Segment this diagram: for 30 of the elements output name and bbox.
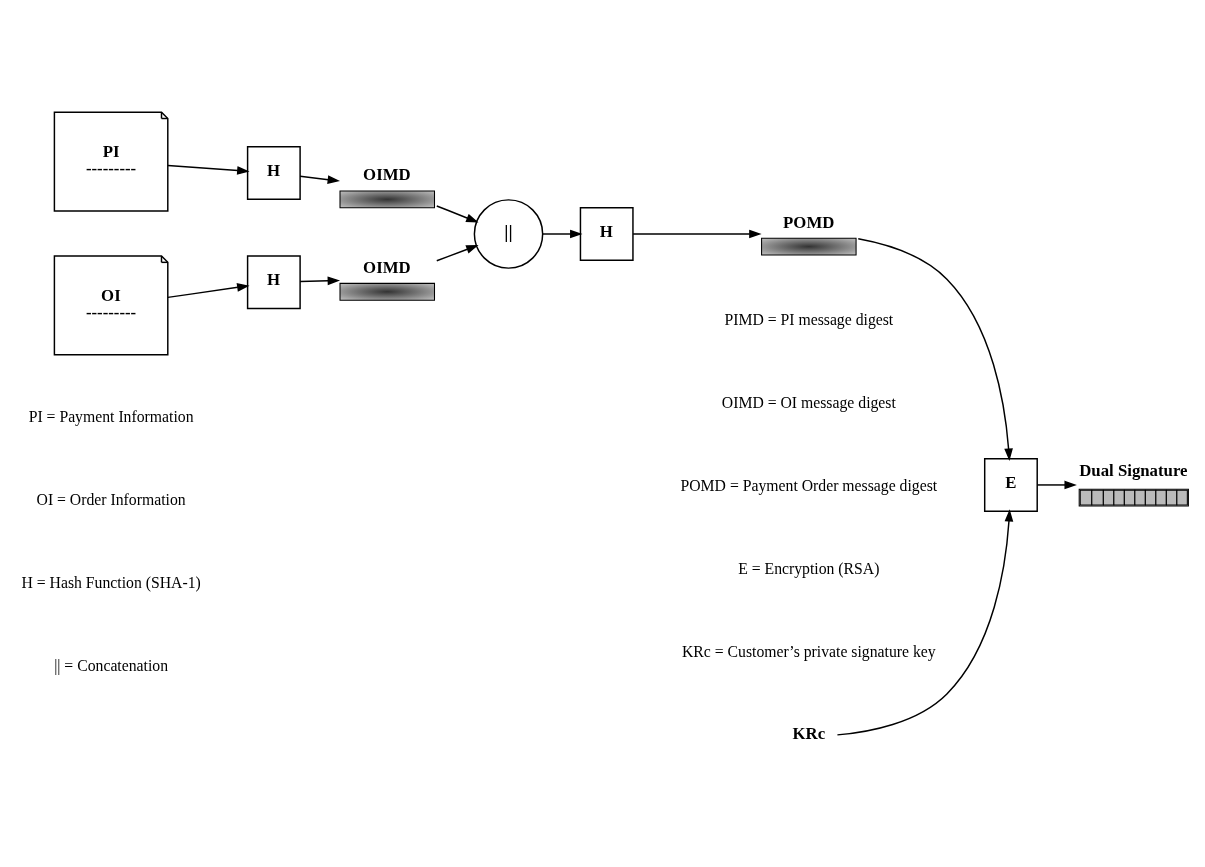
node-box: H — [246, 255, 301, 310]
label: OIMD = OI message digest — [721, 393, 896, 411]
label: KRc = Customer’s private signature key — [681, 642, 936, 660]
label: || = Concatenation — [54, 657, 169, 675]
arrow — [167, 283, 250, 299]
node-box: E — [983, 457, 1038, 512]
node-label: Dual Signature — [1079, 461, 1188, 481]
node-label: OIMD — [363, 165, 411, 185]
node-box: H — [579, 207, 634, 261]
arrow — [632, 229, 762, 239]
arrow — [167, 164, 250, 175]
label: H = Hash Function (SHA-1) — [21, 574, 201, 592]
arrow — [436, 205, 479, 223]
node-circle: || — [473, 199, 544, 269]
arrow — [1036, 480, 1077, 490]
label: PIMD = PI message digest — [724, 310, 894, 328]
arrow — [542, 229, 583, 239]
label: E = Encryption (RSA) — [738, 559, 880, 577]
label: OI = Order Information — [36, 491, 186, 509]
label: POMD = Payment Order message digest — [680, 476, 938, 494]
arrow — [836, 509, 1014, 736]
node-label: OIMD — [363, 257, 411, 277]
arrow — [857, 238, 1013, 461]
arrow — [299, 175, 341, 184]
arrow — [299, 276, 341, 286]
node-box: H — [246, 146, 301, 201]
label: PI = Payment Information — [28, 408, 194, 426]
arrow — [436, 244, 479, 262]
node-text: KRc — [792, 723, 826, 743]
node-label: POMD — [783, 212, 835, 232]
